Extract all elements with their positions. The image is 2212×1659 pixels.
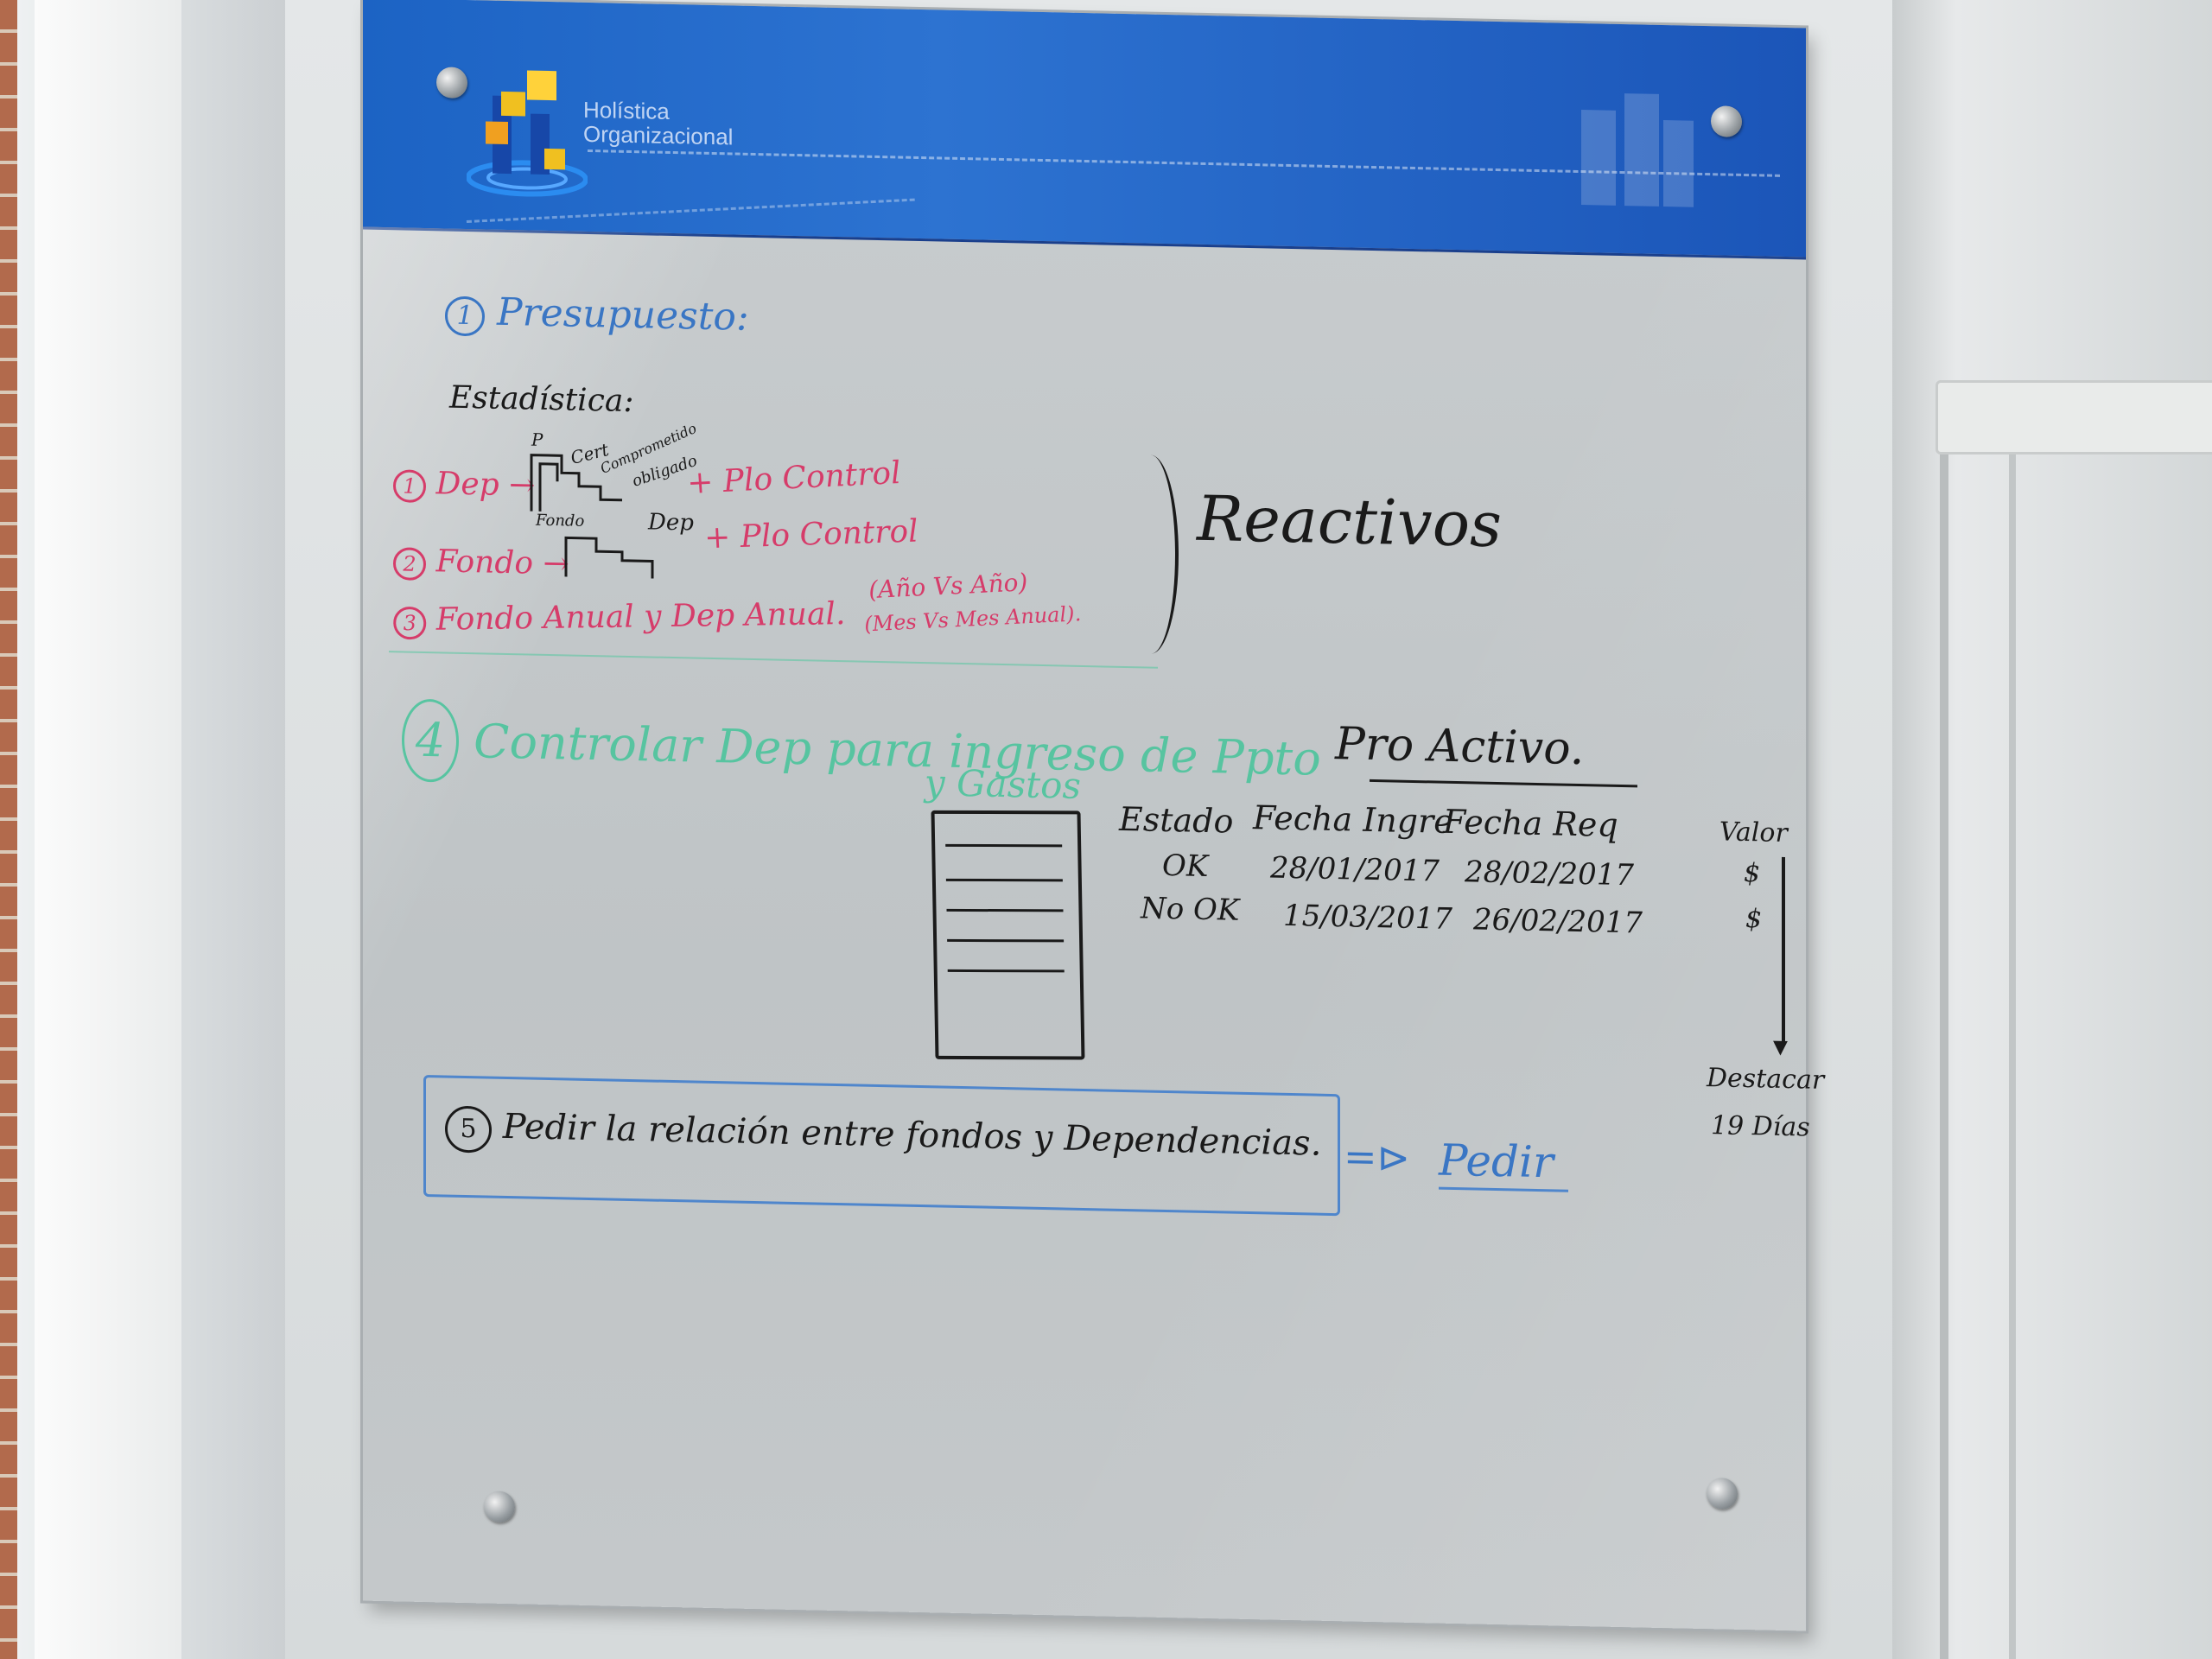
section5-action: Pedir — [1439, 1135, 1554, 1188]
item-number: 1 — [393, 469, 426, 504]
stair-sketch — [530, 454, 622, 512]
section5-number: 5 — [445, 1105, 492, 1154]
section1-title: Presupuesto: — [497, 289, 749, 340]
mounting-screw — [436, 67, 467, 99]
table-cell: $ — [1745, 904, 1763, 935]
item-text: Dep → — [435, 466, 536, 504]
reactivos-label: Reactivos — [1197, 481, 1503, 562]
mounting-screw — [484, 1491, 515, 1523]
whiteboard: Holística Organizacional 1 Presupuesto: … — [363, 0, 1824, 1631]
window-light — [35, 0, 181, 1659]
table-cell: 15/03/2017 — [1283, 898, 1452, 937]
logo-text: Holística Organizacional — [583, 97, 734, 150]
arrow-down-icon: ▼ — [1773, 1036, 1788, 1059]
item-number: 3 — [392, 606, 427, 640]
door-hinge — [1936, 380, 2212, 454]
section4-heading: 4 Controlar Dep para ingreso de Ppto — [402, 698, 1321, 800]
item-number: 2 — [393, 547, 426, 582]
doc-line — [945, 878, 1063, 882]
arrow-line — [1782, 856, 1785, 1043]
section5-arrow: =⊳ — [1344, 1133, 1411, 1181]
mounting-screw — [1711, 105, 1742, 137]
banner-decoration — [466, 198, 915, 226]
item-extra: (Año Vs Año) — [868, 568, 1029, 605]
table-header: Fecha Req — [1443, 802, 1618, 844]
table-cell: OK — [1162, 848, 1209, 885]
section1-item: 1 Dep → — [393, 465, 535, 505]
table-cell: 28/02/2017 — [1465, 855, 1634, 893]
side-note: 19 Días — [1711, 1110, 1810, 1143]
section1-heading: 1 Presupuesto: — [445, 289, 749, 341]
section4-text: Controlar Dep para ingreso de Ppto — [474, 714, 1321, 786]
door-edge — [1940, 380, 1948, 1659]
curly-bracket — [1123, 454, 1179, 655]
item-text: Fondo → — [435, 543, 569, 582]
item-extra: + Plo Control — [703, 513, 919, 556]
mounting-screw — [1707, 1478, 1738, 1510]
proactivo-label: Pro Activo. — [1335, 718, 1585, 776]
section1-subtitle: Estadística: — [449, 379, 634, 420]
section1-number: 1 — [445, 296, 485, 337]
table-cell: No OK — [1141, 891, 1240, 928]
divider-line — [389, 651, 1158, 669]
doc-line — [946, 908, 1064, 912]
section4-number: 4 — [402, 698, 459, 783]
table-header: Fecha Ingre — [1253, 798, 1453, 841]
side-note: Destacar — [1707, 1063, 1825, 1096]
logo-line2: Organizacional — [583, 120, 734, 150]
doc-line — [945, 843, 1063, 848]
item-note: Fondo — [536, 511, 585, 531]
board-banner: Holística Organizacional — [363, 0, 1806, 260]
table-cell: $ — [1744, 857, 1761, 889]
item-text: Fondo Anual y Dep Anual. — [435, 596, 847, 638]
table-cell: 26/02/2017 — [1473, 902, 1643, 941]
door-edge — [2009, 380, 2016, 1659]
section1-item: 3 Fondo Anual y Dep Anual. — [392, 596, 847, 640]
table-header: Valor — [1719, 817, 1788, 849]
doc-line — [947, 938, 1065, 943]
logo-icon — [467, 70, 588, 197]
doc-line — [947, 969, 1065, 973]
table-cell: 28/01/2017 — [1270, 850, 1440, 889]
document-sketch-icon — [931, 810, 1085, 1060]
stair-sketch — [564, 536, 654, 579]
underline — [1370, 779, 1637, 788]
watermark-logo-icon — [1581, 93, 1694, 207]
section4-text2: y Gastos — [925, 761, 1081, 807]
underline — [1439, 1186, 1568, 1192]
table-header: Estado — [1119, 799, 1234, 841]
item-extra: + Plo Control — [685, 454, 902, 501]
section1-item: 2 Fondo → — [393, 543, 569, 583]
item-extra: (Mes Vs Mes Anual). — [863, 601, 1082, 637]
